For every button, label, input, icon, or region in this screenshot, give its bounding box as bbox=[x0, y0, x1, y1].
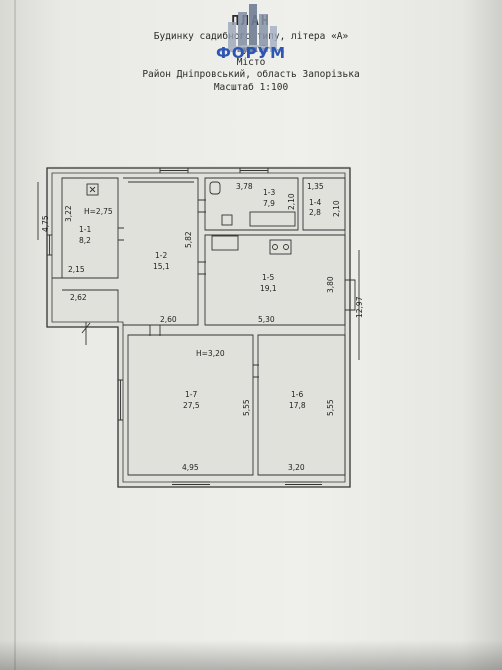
height-label-a: H=2,75 bbox=[84, 207, 113, 216]
room-area-1-3: 7,9 bbox=[263, 199, 275, 208]
dim-582: 5,82 bbox=[184, 231, 193, 248]
door-1-2-1-7 bbox=[149, 325, 161, 336]
room-id-1-4: 1-4 bbox=[309, 198, 321, 207]
dim-378: 3,78 bbox=[236, 182, 253, 191]
room-area-1-5: 19,1 bbox=[260, 284, 277, 293]
room-id-1-3: 1-3 bbox=[263, 188, 275, 197]
dim-530: 5,30 bbox=[258, 315, 275, 324]
scale-line: Масштаб 1:100 bbox=[213, 82, 289, 93]
dim-555b: 5,55 bbox=[326, 399, 335, 416]
dim-135: 1,35 bbox=[307, 182, 324, 191]
room-area-1-4: 2,8 bbox=[309, 208, 321, 217]
window-top-1-3 bbox=[239, 168, 269, 173]
dim-495: 4,95 bbox=[182, 463, 199, 472]
room-id-1-6: 1-6 bbox=[291, 390, 303, 399]
height-label-b: H=3,20 bbox=[196, 349, 225, 358]
wall-room-1-2 bbox=[123, 177, 199, 326]
room-area-1-1: 8,2 bbox=[79, 236, 91, 245]
dim-320: 3,20 bbox=[288, 463, 305, 472]
dim-555a: 5,55 bbox=[242, 399, 251, 416]
door-1-1-1-2 bbox=[118, 227, 124, 241]
dim-1297: 12,97 bbox=[355, 296, 364, 318]
room-id-1-2: 1-2 bbox=[155, 251, 167, 260]
window-bottom-1-6 bbox=[285, 481, 322, 488]
room-area-1-6: 17,8 bbox=[289, 401, 306, 410]
window-top-1-2 bbox=[159, 168, 189, 173]
burner bbox=[283, 244, 289, 250]
dim-262: 2,62 bbox=[70, 293, 87, 302]
wall-room-1-7 bbox=[127, 334, 254, 476]
dim-210b: 2,10 bbox=[332, 200, 341, 217]
washbasin-icon bbox=[221, 214, 233, 226]
stove-icon bbox=[86, 183, 99, 196]
cooktop-icon bbox=[269, 239, 292, 255]
burner bbox=[272, 244, 278, 250]
room-id-1-7: 1-7 bbox=[185, 390, 197, 399]
window-bottom-1-7 bbox=[172, 481, 210, 488]
dim-380: 3,80 bbox=[326, 276, 335, 293]
window-left-1-7 bbox=[118, 379, 123, 421]
window-left-1-1 bbox=[47, 234, 52, 256]
wall-porch bbox=[62, 289, 119, 322]
window-right-1-5 bbox=[345, 279, 356, 311]
page-edge-shadow bbox=[0, 640, 502, 670]
wall-room-1-6 bbox=[257, 334, 346, 476]
paper-fold bbox=[14, 0, 16, 670]
city-line: Місто bbox=[236, 57, 266, 68]
wall-room-1-5 bbox=[204, 234, 346, 326]
door-1-7-1-6 bbox=[253, 364, 259, 378]
district-line: Район Дніпровський, область Запорізька bbox=[142, 69, 360, 80]
dim-260: 2,60 bbox=[160, 315, 177, 324]
bathtub-icon bbox=[249, 211, 296, 227]
dim-322: 3,22 bbox=[64, 205, 73, 222]
forum-watermark-text: ФОРУМ bbox=[215, 44, 287, 62]
wall-room-1-3 bbox=[204, 177, 299, 231]
door-1-2-1-3 bbox=[198, 199, 206, 213]
inner-wall-line bbox=[51, 172, 346, 483]
dim-215: 2,15 bbox=[68, 265, 85, 274]
dim-210a: 2,10 bbox=[287, 193, 296, 210]
stove-cross bbox=[89, 186, 96, 193]
forum-watermark-logo-icon bbox=[217, 4, 285, 53]
dim-475: 4,75 bbox=[41, 215, 50, 232]
kitchen-counter-icon bbox=[211, 235, 239, 251]
outer-wall bbox=[46, 167, 351, 488]
door-1-2-1-5 bbox=[198, 261, 206, 275]
room-area-1-2: 15,1 bbox=[153, 262, 170, 271]
room-area-1-7: 27,5 bbox=[183, 401, 200, 410]
room-id-1-1: 1-1 bbox=[79, 225, 91, 234]
toilet-icon bbox=[209, 181, 221, 195]
entrance-arrow-icon bbox=[81, 322, 91, 345]
room-id-1-5: 1-5 bbox=[262, 273, 274, 282]
wall-room-1-4 bbox=[302, 177, 346, 231]
